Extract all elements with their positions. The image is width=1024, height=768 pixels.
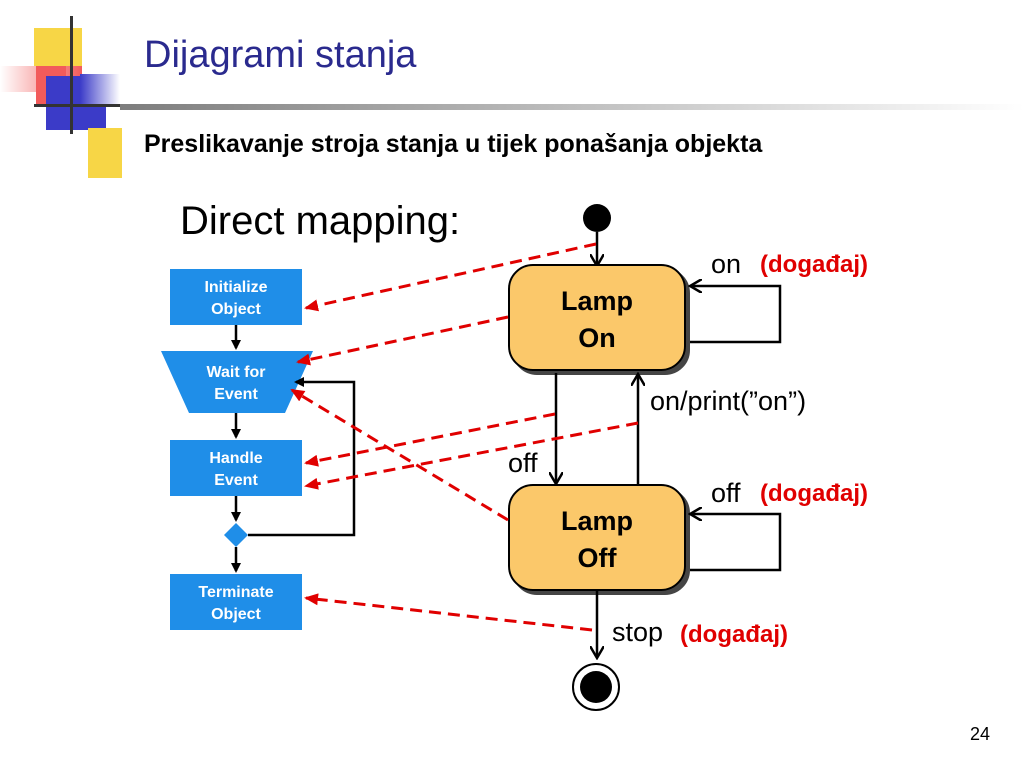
label-off-down: off (508, 448, 538, 478)
label-stop: stop (612, 617, 663, 647)
flow-terminate-box (170, 574, 302, 630)
flow-initialize-line2: Object (211, 301, 261, 318)
flow-handle-line1: Handle (209, 450, 262, 467)
state-lamp-off-box (508, 484, 686, 591)
event-note-off: (događaj) (760, 480, 868, 507)
yellow-square-bottom (88, 128, 122, 178)
page-number: 24 (969, 724, 990, 744)
state-lamp-on-box (508, 264, 686, 371)
final-state-dot (580, 671, 612, 703)
blue-bar (80, 74, 120, 104)
diagram-heading: Direct mapping: (180, 199, 460, 243)
slide-title: Dijagrami stanja (144, 34, 417, 76)
mapping-initial-to-initialize (304, 242, 597, 312)
label-off-self: off (711, 478, 741, 508)
initial-state-dot (583, 204, 611, 232)
mapping-on-print-to-handle (304, 421, 639, 490)
event-note-stop: (događaj) (680, 621, 788, 648)
flow-terminate-object: Terminate Object (170, 574, 302, 630)
flow-handle-event: Handle Event (170, 440, 302, 496)
state-lamp-on-line2: On (578, 323, 616, 353)
self-loop-off (690, 514, 782, 572)
event-note-on: (događaj) (760, 251, 868, 278)
vertical-line (70, 16, 73, 134)
slide-subtitle: Preslikavanje stroja stanja u tijek pona… (144, 130, 763, 158)
state-lamp-on-line1: Lamp (561, 286, 633, 316)
flow-initialize-object: Initialize Object (170, 269, 302, 325)
flow-wait-line1: Wait for (207, 364, 266, 381)
state-lamp-off-line1: Lamp (561, 506, 633, 536)
flow-wait-for-event: Wait for Event (161, 351, 313, 413)
mapping-off-to-handle (304, 412, 556, 467)
title-underline (120, 104, 1024, 110)
state-lamp-off: Lamp Off (508, 484, 686, 591)
mapping-stop-to-terminate (304, 593, 593, 632)
mapping-lamp-off-to-wait (290, 388, 509, 522)
flow-loop-arrow (248, 377, 356, 537)
flow-terminate-line1: Terminate (198, 584, 273, 601)
mapping-lamp-on-to-wait (296, 315, 509, 366)
corner-decoration (0, 0, 140, 180)
flow-handle-box (170, 440, 302, 496)
label-on: on (711, 249, 741, 279)
flow-terminate-line2: Object (211, 606, 261, 623)
flow-wait-trapezoid (161, 351, 313, 413)
self-loop-on (690, 286, 782, 344)
state-lamp-on: Lamp On (508, 264, 686, 371)
flow-initialize-line1: Initialize (204, 279, 267, 296)
flow-wait-line2: Event (214, 386, 258, 403)
horizontal-line (34, 104, 134, 107)
flow-decision-diamond (224, 523, 248, 547)
state-lamp-off-line2: Off (578, 543, 618, 573)
flow-initialize-box (170, 269, 302, 325)
label-on-print: on/print(”on”) (650, 386, 806, 416)
flow-handle-line2: Event (214, 472, 258, 489)
